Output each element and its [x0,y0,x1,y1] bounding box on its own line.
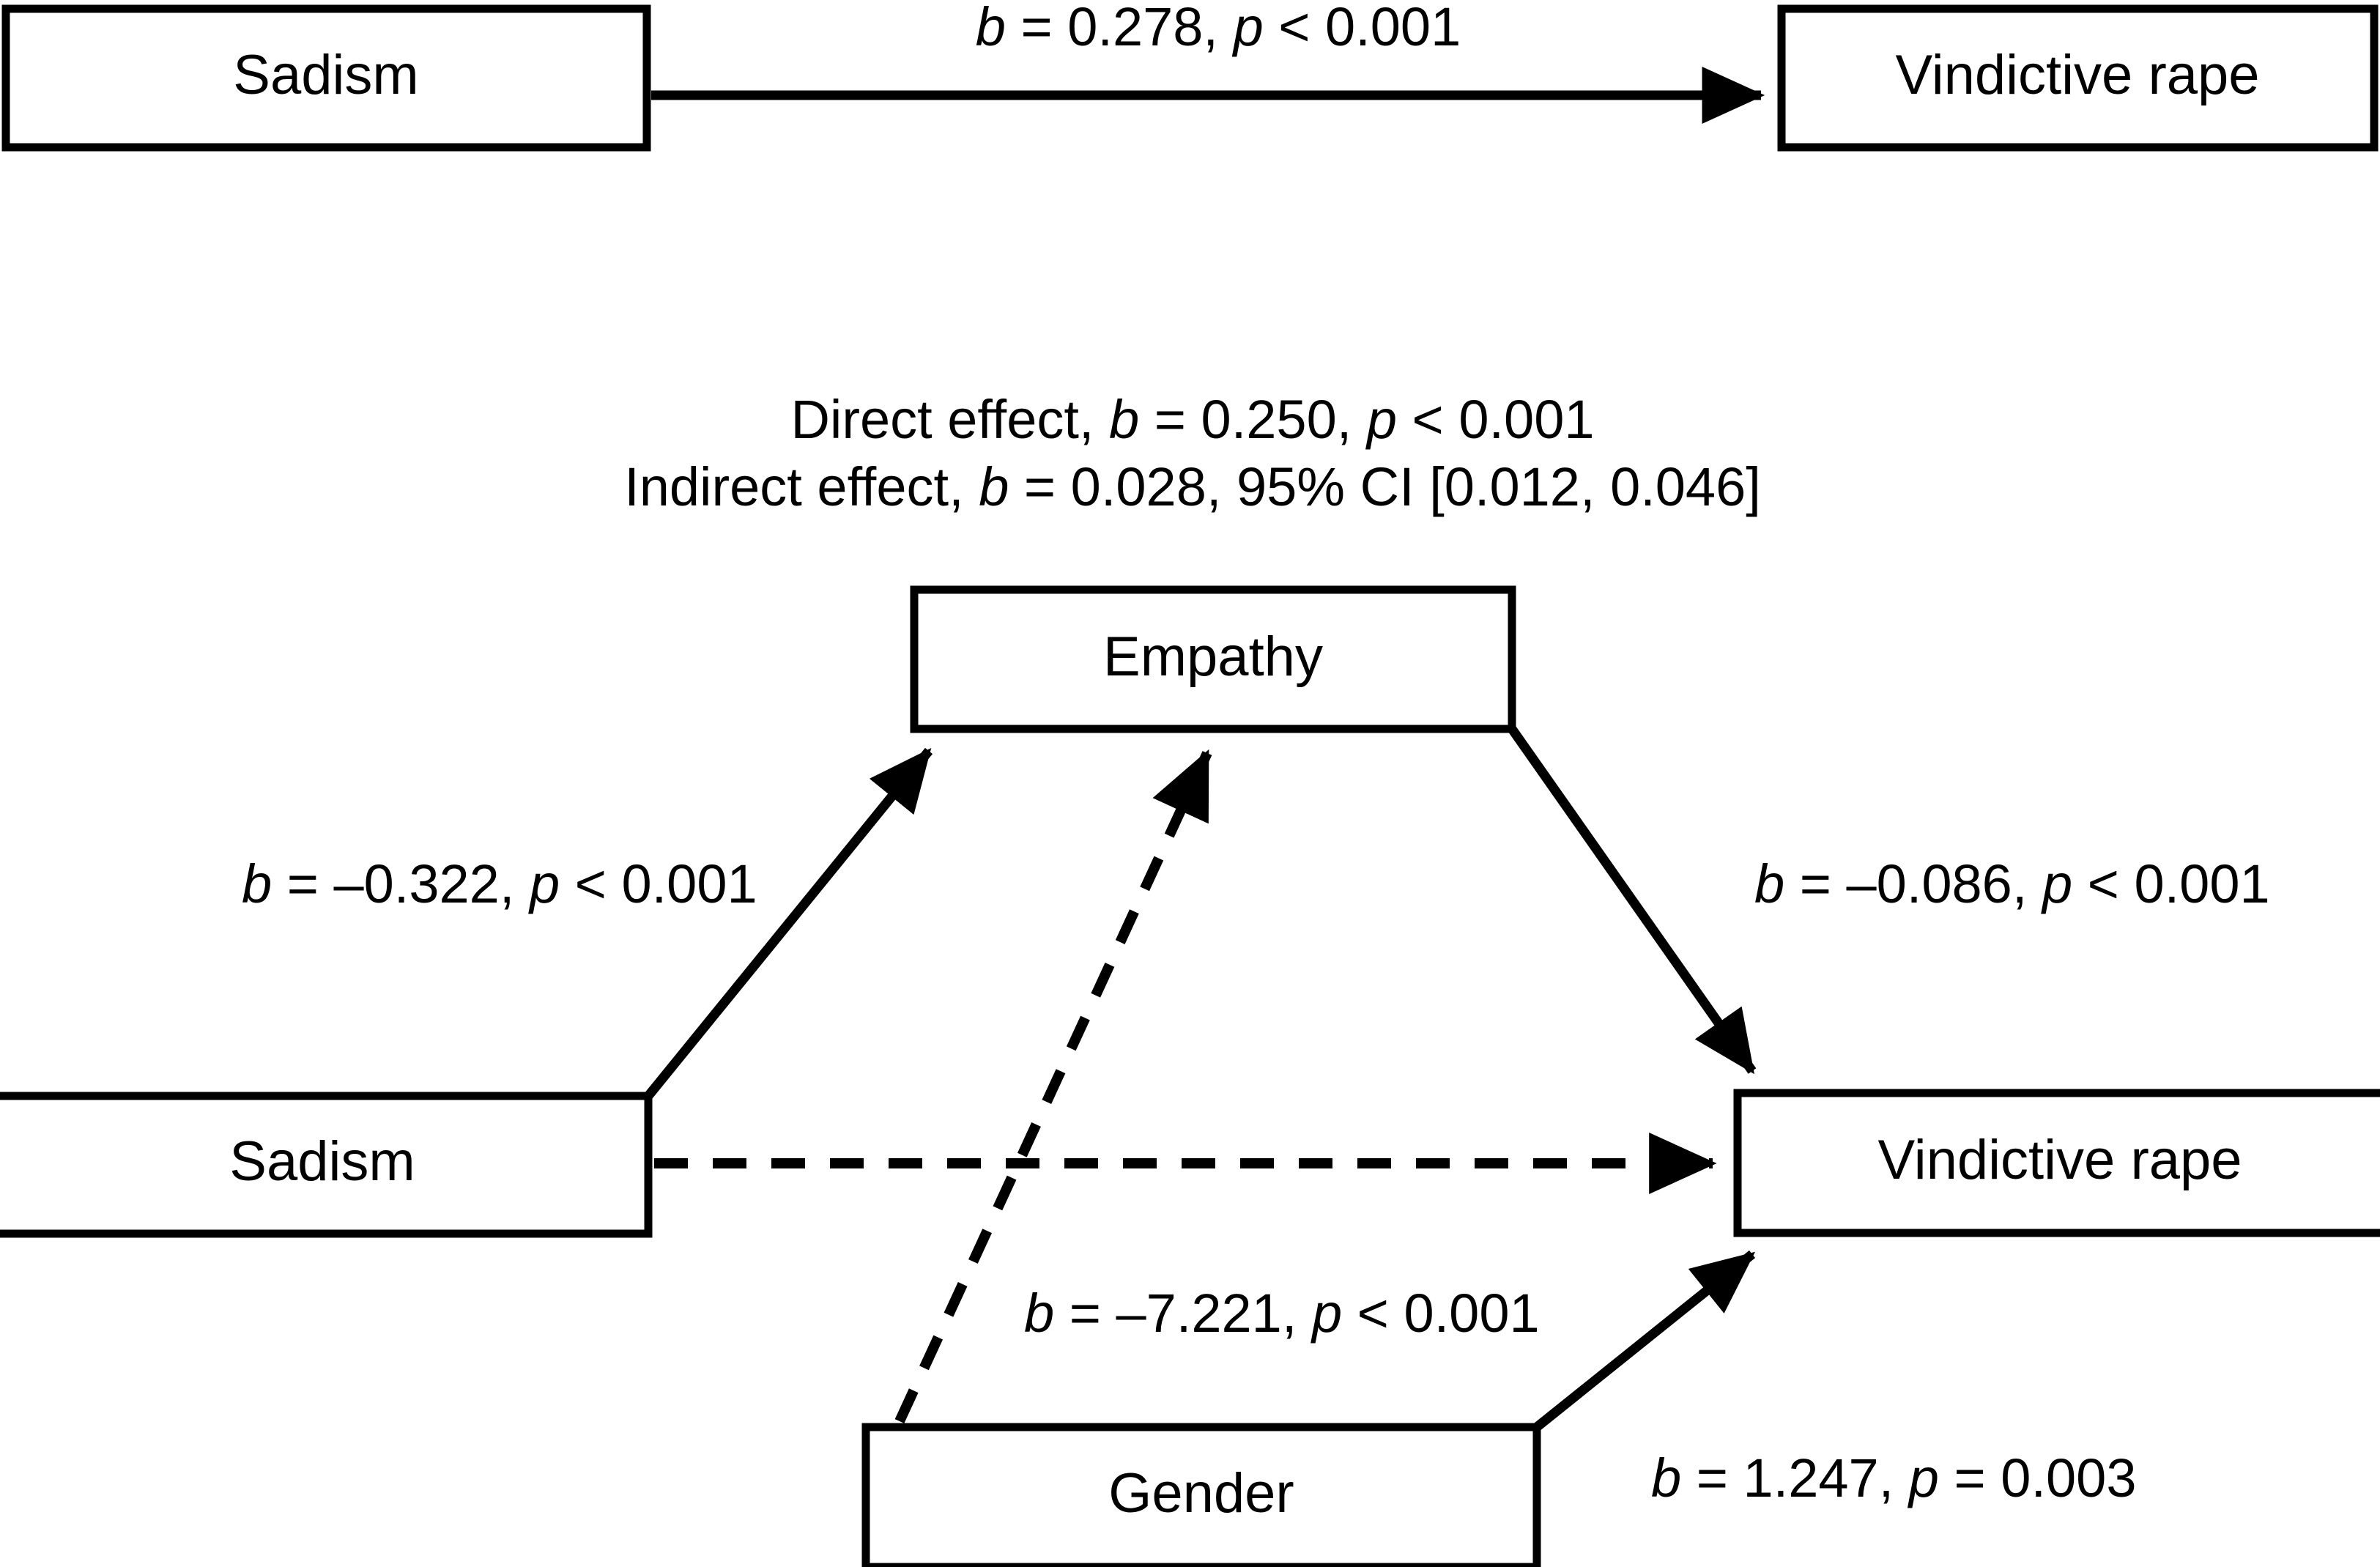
p-symbol-top: p [1232,0,1264,57]
path-label-empathy-to-vindictive-rape: b = –0.086, p < 0.001 [1754,853,2270,914]
node-label-vindictive-rape-bottom: Vindictive rape [1877,1129,2242,1191]
indirect-effect-text: Indirect effect, b = 0.028, 95% CI [0.01… [624,456,1761,517]
path-arrow-gender-to-vindictive-rape [1533,1250,1756,1431]
node-box-vindictive-rape-top[interactable] [1777,4,2379,152]
path-label-gender-to-empathy: b = –7.221, p < 0.001 [1024,1283,1540,1344]
b-value-a-path: = –0.322, [272,853,530,914]
node-box-gender[interactable] [861,1423,1541,1567]
path-arrow-empathy-to-vindictive-rape [1508,726,1757,1075]
p-symbol-gender-vr: p [1908,1448,1939,1508]
p-symbol-a-path: p [528,853,560,914]
top-model-group: Sadism Vindictive rape b = 0.278, p < 0.… [1,0,2379,152]
node-label-empathy: Empathy [1103,626,1323,688]
path-label-gender-to-vindictive-rape: b = 1.247, p = 0.003 [1651,1448,2136,1508]
b-symbol-gender-empathy: b [1024,1283,1054,1344]
b-value-gender-vr: = 1.247, [1681,1448,1909,1508]
node-label-vindictive-rape-top: Vindictive rape [1895,44,2259,106]
p-value-gender-empathy: < 0.001 [1342,1283,1540,1344]
node-box-vindictive-rape-bottom[interactable] [1733,1089,2380,1237]
direct-effect-p-value: < 0.001 [1397,389,1595,450]
p-symbol-b-path: p [2041,853,2072,914]
b-symbol-gender-vr: b [1651,1448,1681,1508]
node-box-empathy[interactable] [910,585,1516,733]
direct-effect-b-symbol: b [1109,389,1139,450]
node-label-gender: Gender [1108,1462,1294,1525]
bottom-model-group: Empathy Sadism Vindictive rape Gender b [0,585,2380,1567]
p-value-gender-vr: = 0.003 [1939,1448,2137,1508]
direct-effect-text: Direct effect, b = 0.250, p < 0.001 [790,389,1594,450]
p-symbol-gender-empathy: p [1311,1283,1342,1344]
indirect-effect-b-value: = 0.028, 95% CI [0.012, 0.046] [1009,456,1760,517]
indirect-effect-prefix: Indirect effect, [624,456,979,517]
b-symbol-a-path: b [242,853,272,914]
b-symbol-top: b [976,0,1006,57]
path-label-sadism-to-empathy: b = –0.322, p < 0.001 [242,853,757,914]
b-symbol-b-path: b [1754,853,1784,914]
node-label-sadism-bottom: Sadism [229,1130,415,1193]
path-arrow-gender-to-empathy [894,749,1212,1423]
direct-effect-p-symbol: p [1365,389,1397,450]
p-value-top: < 0.001 [1264,0,1461,57]
indirect-effect-b-symbol: b [979,456,1009,517]
effects-summary-group: Direct effect, b = 0.250, p < 0.001 Indi… [624,389,1761,517]
b-value-b-path: = –0.086, [1784,853,2042,914]
direct-effect-prefix: Direct effect, [790,389,1109,450]
node-label-sadism-top: Sadism [233,44,418,106]
b-value-gender-empathy: = –7.221, [1054,1283,1312,1344]
path-label-sadism-to-vindictive-rape-top: b = 0.278, p < 0.001 [976,0,1461,57]
node-box-sadism-top[interactable] [1,4,651,152]
b-value-top: = 0.278, [1006,0,1234,57]
path-arrow-sadism-to-empathy [644,747,933,1100]
p-value-b-path: < 0.001 [2072,853,2270,914]
node-box-sadism-bottom[interactable] [0,1092,653,1238]
direct-effect-b-value: = 0.250, [1139,389,1367,450]
p-value-a-path: < 0.001 [560,853,757,914]
